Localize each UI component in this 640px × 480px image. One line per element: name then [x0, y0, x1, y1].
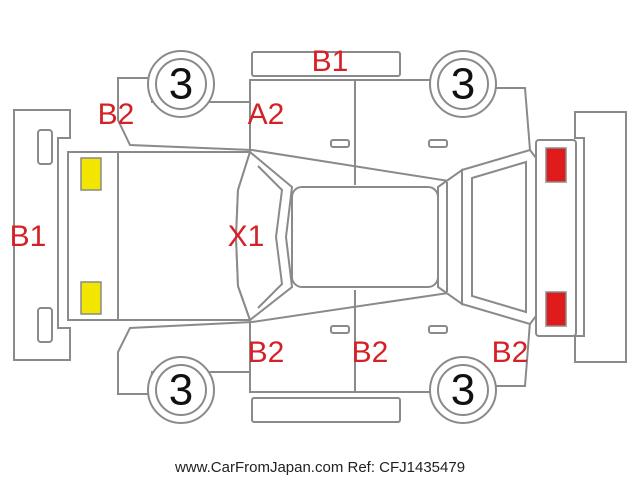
- wheel-top-right-number: 3: [451, 60, 475, 109]
- wheel-bottom-left: 3: [147, 356, 215, 424]
- rear-lamp-area: [535, 139, 577, 337]
- trunk: [461, 148, 537, 326]
- roof: [291, 186, 439, 288]
- wheel-top-left-number: 3: [169, 60, 193, 109]
- rear-lamp-top: [545, 147, 567, 183]
- rear-window: [437, 168, 463, 306]
- bottom-side-strip: [251, 397, 401, 423]
- wheel-bottom-right: 3: [429, 356, 497, 424]
- watermark: www.CarFromJapan.com Ref: CFJ1435479: [174, 459, 465, 476]
- label-b1-left: B1: [10, 220, 47, 253]
- label-x1: X1: [228, 220, 265, 253]
- front-lamp-bottom: [80, 281, 102, 315]
- top-side-strip: [251, 51, 401, 77]
- rear-lamp-bottom: [545, 291, 567, 327]
- windshield: [234, 150, 294, 322]
- label-b1-top: B1: [312, 45, 349, 78]
- label-a2-top: A2: [248, 98, 285, 131]
- wheel-bottom-right-number: 3: [451, 366, 475, 415]
- label-b2-bottom-c: B2: [492, 336, 529, 369]
- wheel-bottom-left-number: 3: [169, 366, 193, 415]
- wheel-top-left: 3: [147, 50, 215, 118]
- front-bumper: [13, 109, 71, 361]
- front-lamp-top: [80, 157, 102, 191]
- label-b2-bottom-a: B2: [248, 336, 285, 369]
- label-b2-bottom-b: B2: [352, 336, 389, 369]
- rear-bumper: [574, 111, 627, 363]
- wheel-top-right: 3: [429, 50, 497, 118]
- label-b2-top-left: B2: [98, 98, 135, 131]
